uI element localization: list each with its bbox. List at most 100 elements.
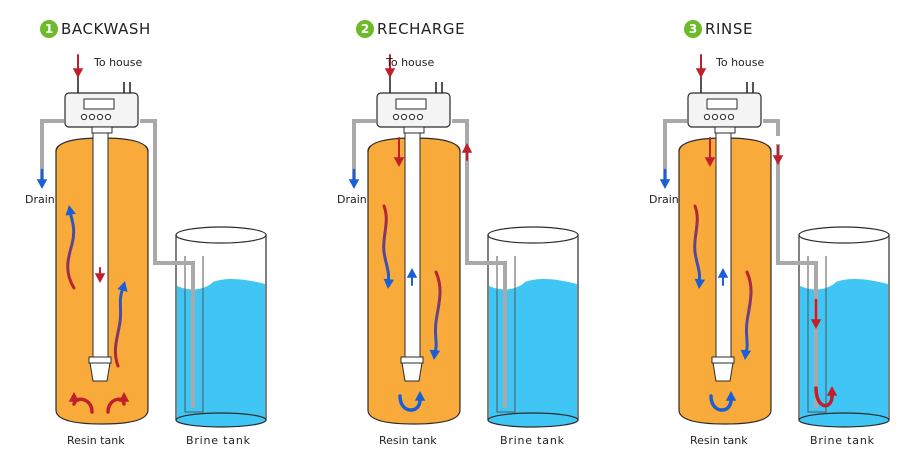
drain-pipe xyxy=(40,119,64,180)
brine-tank-label: Brine tank xyxy=(810,434,875,447)
flow-arrow-head-icon xyxy=(383,278,395,289)
valve-button xyxy=(416,113,424,121)
valve-button xyxy=(392,113,400,121)
brine-tank-rim xyxy=(798,226,890,244)
flow-arrow-icon xyxy=(113,286,125,368)
step-title-label: RECHARGE xyxy=(377,20,466,38)
step-number-badge: 3 xyxy=(684,20,702,38)
step-title-label: BACKWASH xyxy=(61,20,151,38)
riser-tube xyxy=(404,129,421,361)
step-title-label: RINSE xyxy=(705,20,754,38)
brine-well-tube xyxy=(184,256,204,413)
step-title-recharge: 2 RECHARGE xyxy=(356,18,465,40)
brine-water xyxy=(800,278,888,418)
valve-display xyxy=(706,98,738,110)
riser-tube xyxy=(92,129,109,361)
pipe-gap xyxy=(774,136,782,144)
flow-arrow-icon xyxy=(66,210,76,290)
flow-arrow-head-icon xyxy=(118,392,130,402)
valve-display xyxy=(395,98,427,110)
brine-well-tube xyxy=(807,256,827,413)
flow-arrow-head-icon xyxy=(94,273,106,283)
step-number-badge: 2 xyxy=(356,20,374,38)
control-valve-icon xyxy=(687,92,762,128)
u-turn-arrow-icon xyxy=(814,386,834,408)
valve-button xyxy=(88,113,96,121)
brine-tank-label: Brine tank xyxy=(186,434,251,447)
valve-button xyxy=(408,113,416,121)
brine-tank-base xyxy=(487,412,579,428)
flow-arrow-head-icon xyxy=(384,68,396,78)
flow-arrow-head-icon xyxy=(772,155,784,165)
resin-tank-label: Resin tank xyxy=(67,434,125,447)
flow-arrow-icon xyxy=(433,270,442,354)
valve-button xyxy=(96,113,104,121)
flow-arrow-head-icon xyxy=(68,392,80,402)
resin-tank-bottom xyxy=(367,409,461,425)
flow-arrow-icon xyxy=(382,204,390,284)
drain-label: Drain xyxy=(25,193,55,206)
brine-line-pipe xyxy=(452,119,507,408)
control-valve-icon xyxy=(376,92,451,128)
flow-arrow-head-icon xyxy=(694,278,706,289)
drain-label: Drain xyxy=(337,193,367,206)
flow-arrow-head-icon xyxy=(72,68,84,78)
valve-neck xyxy=(91,126,113,134)
distributor-collar xyxy=(88,356,112,364)
flow-arrow-head-icon xyxy=(826,386,838,396)
step-title-backwash: 1 BACKWASH xyxy=(40,18,151,40)
brine-water xyxy=(489,278,577,418)
flow-arrow-head-icon xyxy=(740,349,752,360)
drain-label: Drain xyxy=(649,193,679,206)
valve-button xyxy=(711,113,719,121)
panel-3 xyxy=(659,54,890,428)
riser-tube xyxy=(715,129,732,361)
valve-neck xyxy=(714,126,736,134)
u-turn-arrow-icon xyxy=(106,397,126,414)
u-turn-arrow-icon xyxy=(72,397,94,414)
valve-neck xyxy=(403,126,425,134)
flow-arrow-head-icon xyxy=(406,268,418,278)
to-house-label: To house xyxy=(94,56,143,69)
valve-button xyxy=(719,113,727,121)
u-turn-arrow-icon xyxy=(398,394,422,412)
step-number-badge: 1 xyxy=(40,20,58,38)
panel-1 xyxy=(36,54,267,428)
valve-button xyxy=(104,113,112,121)
distributor-basket xyxy=(89,362,111,382)
to-house-label: To house xyxy=(716,56,765,69)
resin-tank-bottom xyxy=(55,409,149,425)
resin-tank-bottom xyxy=(678,409,772,425)
distributor-basket xyxy=(712,362,734,382)
u-turn-arrow-icon xyxy=(709,394,733,412)
drain-pipe xyxy=(352,119,376,180)
flow-arrow-head-icon xyxy=(461,143,473,153)
brine-tank-label: Brine tank xyxy=(500,434,565,447)
drain-pipe xyxy=(663,119,687,180)
flow-arrow-head-icon xyxy=(414,391,426,401)
flow-arrow-head-icon xyxy=(659,179,671,189)
flow-arrow-head-icon xyxy=(717,268,729,278)
flow-arrow-head-icon xyxy=(704,157,716,167)
flow-arrow-icon xyxy=(693,204,701,284)
flow-arrow-head-icon xyxy=(429,349,441,360)
resin-tank-label: Resin tank xyxy=(379,434,437,447)
flow-arrow-head-icon xyxy=(117,281,128,292)
valve-button xyxy=(400,113,408,121)
brine-tank-rim xyxy=(175,226,267,244)
valve-button xyxy=(727,113,735,121)
resin-tank-label: Resin tank xyxy=(690,434,748,447)
distributor-collar xyxy=(711,356,735,364)
control-valve-icon xyxy=(64,92,139,128)
brine-tank-base xyxy=(798,412,890,428)
brine-well-tube xyxy=(496,256,516,413)
panel-2 xyxy=(348,54,579,428)
flow-arrow-head-icon xyxy=(725,391,737,401)
brine-water xyxy=(177,278,265,418)
flow-arrow-head-icon xyxy=(810,319,822,329)
distributor-collar xyxy=(400,356,424,364)
flow-arrow-head-icon xyxy=(393,157,405,167)
brine-line-pipe xyxy=(140,119,195,408)
to-house-label: To house xyxy=(386,56,435,69)
